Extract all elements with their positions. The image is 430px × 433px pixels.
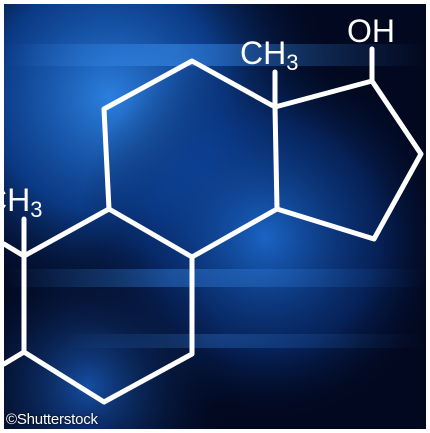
steroid-molecule-diagram: CH3 OH CH3	[4, 13, 424, 405]
hydroxyl-label: OH	[347, 13, 395, 49]
ring-b-bonds	[101, 58, 280, 260]
ring-d-bonds	[272, 78, 424, 242]
copyright-symbol: ©	[6, 411, 17, 428]
methyl-left-label: CH3	[4, 182, 42, 222]
ring-a-bonds	[21, 206, 195, 405]
watermark-text: Shutterstock	[16, 411, 98, 428]
shutterstock-watermark: ©Shutterstock	[6, 412, 98, 427]
image-frame: CH3 OH CH3 ©Shutterstock	[4, 4, 426, 429]
methyl-top-label: CH3	[240, 35, 298, 75]
left-bond	[4, 349, 27, 367]
left-bond-upper	[4, 241, 27, 259]
